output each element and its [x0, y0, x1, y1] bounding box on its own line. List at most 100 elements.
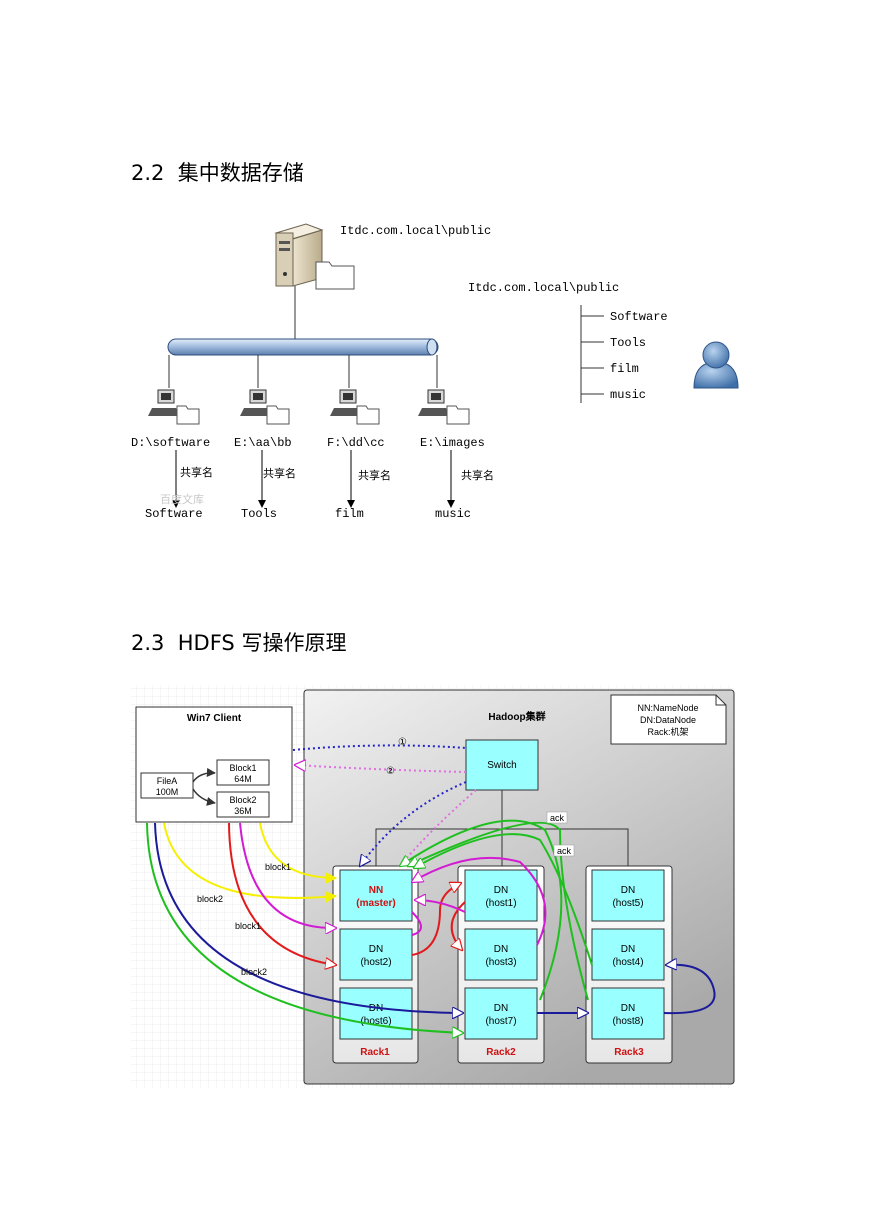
block2-box — [216, 791, 270, 818]
section-title: HDFS 写操作原理 — [177, 631, 347, 655]
flow-label-block1-top: block1 — [265, 862, 291, 872]
computer-icon — [418, 389, 450, 416]
client-3 — [330, 355, 380, 508]
magenta-flow-3 — [415, 900, 466, 913]
tree-item-film: film — [610, 362, 639, 376]
dn-host: (host2) — [360, 957, 391, 968]
section-number: 2.2 — [131, 161, 165, 185]
datanode-host8 — [591, 987, 665, 1040]
legend-nn: NN:NameNode — [637, 703, 698, 713]
client-path-3: F:\dd\cc — [327, 436, 385, 450]
centralized-storage-diagram: Itdc.com.local\public — [131, 223, 739, 521]
client-path-1: D:\software — [131, 436, 210, 450]
switch-box — [465, 739, 539, 791]
folder-icon — [176, 405, 200, 425]
block2-name: Block2 — [229, 795, 256, 805]
dn-host: (host1) — [485, 898, 516, 909]
share-name-4: music — [435, 507, 471, 521]
cluster-title: Hadoop集群 — [488, 710, 545, 723]
dn-host: (host4) — [612, 957, 643, 968]
ack-label-1: ack — [550, 813, 565, 823]
tree-item-software: Software — [610, 310, 668, 324]
tree-item-music: music — [610, 388, 646, 402]
namenode-label: NN — [369, 885, 383, 896]
magenta-flow-4 — [411, 911, 422, 936]
navy-flow-3 — [663, 965, 716, 1015]
dn-host: (host6) — [360, 1016, 391, 1027]
client-title: Win7 Client — [187, 713, 242, 724]
share-label-1: 共享名 — [180, 465, 213, 479]
dn-host: (host5) — [612, 898, 643, 909]
client-2 — [240, 355, 290, 508]
flow-label-block1-mid: block1 — [235, 921, 261, 931]
dn-label: DN — [494, 944, 508, 955]
flow-label-block2-bottom: block2 — [241, 967, 267, 977]
section-title: 集中数据存储 — [177, 161, 304, 185]
datanode-host6 — [339, 987, 413, 1040]
rack3-label: Rack3 — [614, 1047, 644, 1058]
folder-icon — [446, 405, 470, 425]
green-flow-3 — [408, 821, 589, 1001]
server-icon — [274, 223, 324, 287]
step2-label: ② — [386, 766, 395, 777]
magenta-flow-1 — [239, 822, 336, 928]
ack-label-2: ack — [557, 846, 572, 856]
switch-label: Switch — [487, 760, 516, 771]
yellow-flow-2 — [163, 822, 338, 903]
green-flow-1 — [146, 822, 463, 1033]
datanode-host4 — [591, 928, 665, 981]
client-1 — [148, 355, 200, 508]
share-label-4: 共享名 — [461, 468, 494, 482]
share-name-3: film — [335, 507, 364, 521]
file-a-name: FileA — [157, 776, 178, 786]
green-flow-2 — [400, 819, 563, 1001]
tree-root: Itdc.com.local\public — [468, 281, 619, 295]
block1-box — [216, 759, 270, 786]
step1-label: ① — [398, 737, 407, 748]
step2-arrow — [295, 765, 467, 773]
section-heading-2-2: 2.2 集中数据存储 — [131, 157, 304, 187]
computer-icon — [240, 389, 272, 416]
user-icon — [693, 341, 739, 389]
folder-icon — [356, 405, 380, 425]
share-name-1: Software — [145, 507, 203, 521]
block1-name: Block1 — [229, 763, 256, 773]
watermark: 百度文库 — [160, 492, 204, 506]
computer-icon — [330, 389, 362, 416]
yellow-flow-1 — [259, 822, 338, 884]
network-bus — [167, 338, 439, 356]
computer-icon — [148, 389, 180, 416]
namenode-role: (master) — [356, 898, 395, 909]
step1-arrow — [292, 744, 467, 751]
block1-size: 64M — [234, 774, 252, 784]
block2-size: 36M — [234, 806, 252, 816]
rack2-label: Rack2 — [486, 1047, 516, 1058]
share-name-2: Tools — [241, 507, 277, 521]
datanode-host7 — [464, 987, 538, 1040]
share-label-3: 共享名 — [358, 468, 391, 482]
section-heading-2-3: 2.3 HDFS 写操作原理 — [131, 627, 346, 657]
green-flow-4 — [414, 833, 593, 966]
red-flow-3 — [452, 901, 466, 950]
legend-rack: Rack:机架 — [647, 726, 688, 737]
dn-label: DN — [621, 1003, 635, 1014]
tree-lines — [580, 305, 604, 403]
red-flow-2 — [411, 883, 461, 956]
dn-host: (host7) — [485, 1016, 516, 1027]
navy-flow-1 — [154, 822, 463, 1013]
dn-host: (host3) — [485, 957, 516, 968]
share-label-2: 共享名 — [263, 466, 296, 480]
client-4 — [418, 355, 470, 508]
datanode-host5 — [591, 869, 665, 922]
dn-label: DN — [494, 1003, 508, 1014]
dn-label: DN — [494, 885, 508, 896]
datanode-host3 — [464, 928, 538, 981]
magenta-flow-2 — [412, 856, 547, 946]
folder-icon — [315, 261, 355, 290]
dn-host: (host8) — [612, 1016, 643, 1027]
section-number: 2.3 — [131, 631, 165, 655]
file-a-size: 100M — [156, 787, 179, 797]
tree-item-tools: Tools — [610, 336, 646, 350]
dn-label: DN — [621, 885, 635, 896]
